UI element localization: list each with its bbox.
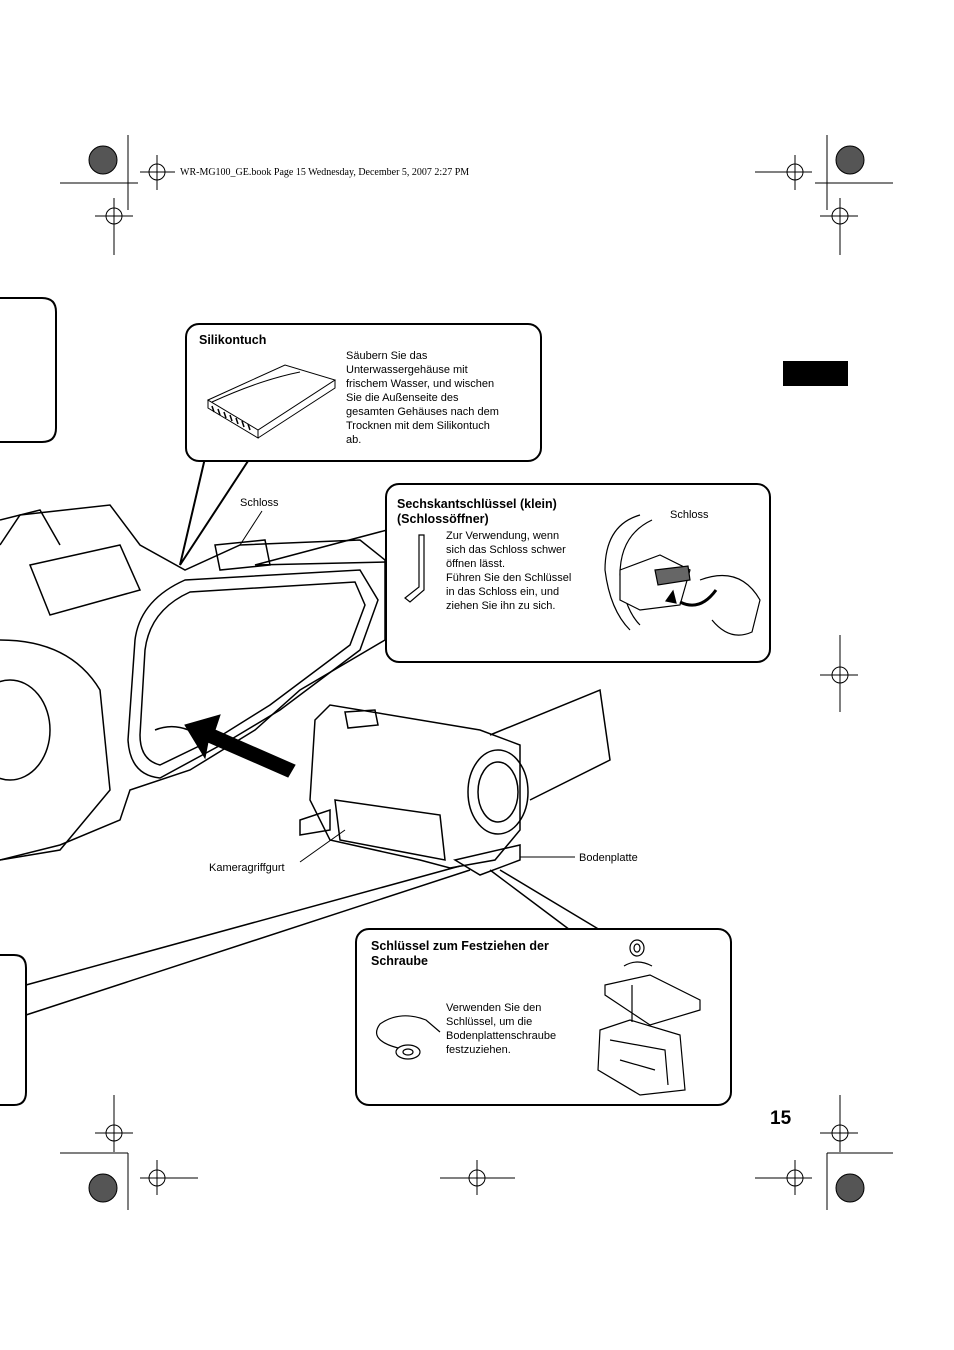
text-line: Säubern Sie das xyxy=(346,349,499,363)
bodenplatte-label: Bodenplatte xyxy=(579,852,638,864)
partial-box-left-top xyxy=(0,298,56,442)
sechskant-title: Sechskantschlüssel (klein) (Schlossöffne… xyxy=(397,497,557,527)
schloss-inset-label: Schloss xyxy=(670,509,709,521)
text-line: Verwenden Sie den xyxy=(446,1001,556,1015)
registration-mark-icon xyxy=(815,135,893,210)
underwater-housing-illustration xyxy=(0,505,385,860)
schluessel-box: Schlüssel zum Festziehen der Schraube Ve… xyxy=(355,928,732,1106)
text-line: Bodenplattenschraube xyxy=(446,1029,556,1043)
text-line: Sie die Außenseite des xyxy=(346,391,499,405)
schloss-label: Schloss xyxy=(240,497,279,509)
text-line: gesamten Gehäuses nach dem xyxy=(346,405,499,419)
title-line: (Schlossöffner) xyxy=(397,512,557,527)
text-line: in das Schloss ein, und xyxy=(446,585,571,599)
registration-mark-icon xyxy=(60,135,138,210)
text-line: sich das Schloss schwer xyxy=(446,543,571,557)
text-line: ziehen Sie ihn zu sich. xyxy=(446,599,571,613)
sechskant-text: Zur Verwendung, wenn sich das Schloss sc… xyxy=(446,529,571,613)
text-line: festzuziehen. xyxy=(446,1043,556,1057)
title-line: Sechskantschlüssel (klein) xyxy=(397,497,557,512)
file-info-header: WR-MG100_GE.book Page 15 Wednesday, Dece… xyxy=(180,167,469,178)
text-line: frischem Wasser, und wischen xyxy=(346,377,499,391)
schluessel-text: Verwenden Sie den Schlüssel, um die Bode… xyxy=(446,1001,556,1057)
sechskant-box: Sechskantschlüssel (klein) (Schlossöffne… xyxy=(385,483,771,663)
text-line: Unterwassergehäuse mit xyxy=(346,363,499,377)
text-line: ab. xyxy=(346,433,499,447)
camcorder-illustration xyxy=(300,690,610,875)
text-line: Schlüssel, um die xyxy=(446,1015,556,1029)
partial-box-left-bottom xyxy=(0,955,26,1105)
schluessel-title: Schlüssel zum Festziehen der Schraube xyxy=(371,939,549,969)
text-line: Trocknen mit dem Silikontuch xyxy=(346,419,499,433)
crosshair-icon xyxy=(95,1095,858,1195)
title-line: Schlüssel zum Festziehen der xyxy=(371,939,549,954)
silikontuch-box: Silikontuch Säubern Sie das Unterwasserg… xyxy=(185,323,542,462)
text-line: Zur Verwendung, wenn xyxy=(446,529,571,543)
title-line: Schraube xyxy=(371,954,549,969)
silikontuch-title: Silikontuch xyxy=(199,333,266,348)
kameragriffgurt-label: Kameragriffgurt xyxy=(209,862,285,874)
language-tab-marker xyxy=(783,361,848,386)
text-line: Führen Sie den Schlüssel xyxy=(446,571,571,585)
page-number: 15 xyxy=(770,1108,791,1130)
text-line: öffnen lässt. xyxy=(446,557,571,571)
silikontuch-text: Säubern Sie das Unterwassergehäuse mit f… xyxy=(346,349,499,447)
